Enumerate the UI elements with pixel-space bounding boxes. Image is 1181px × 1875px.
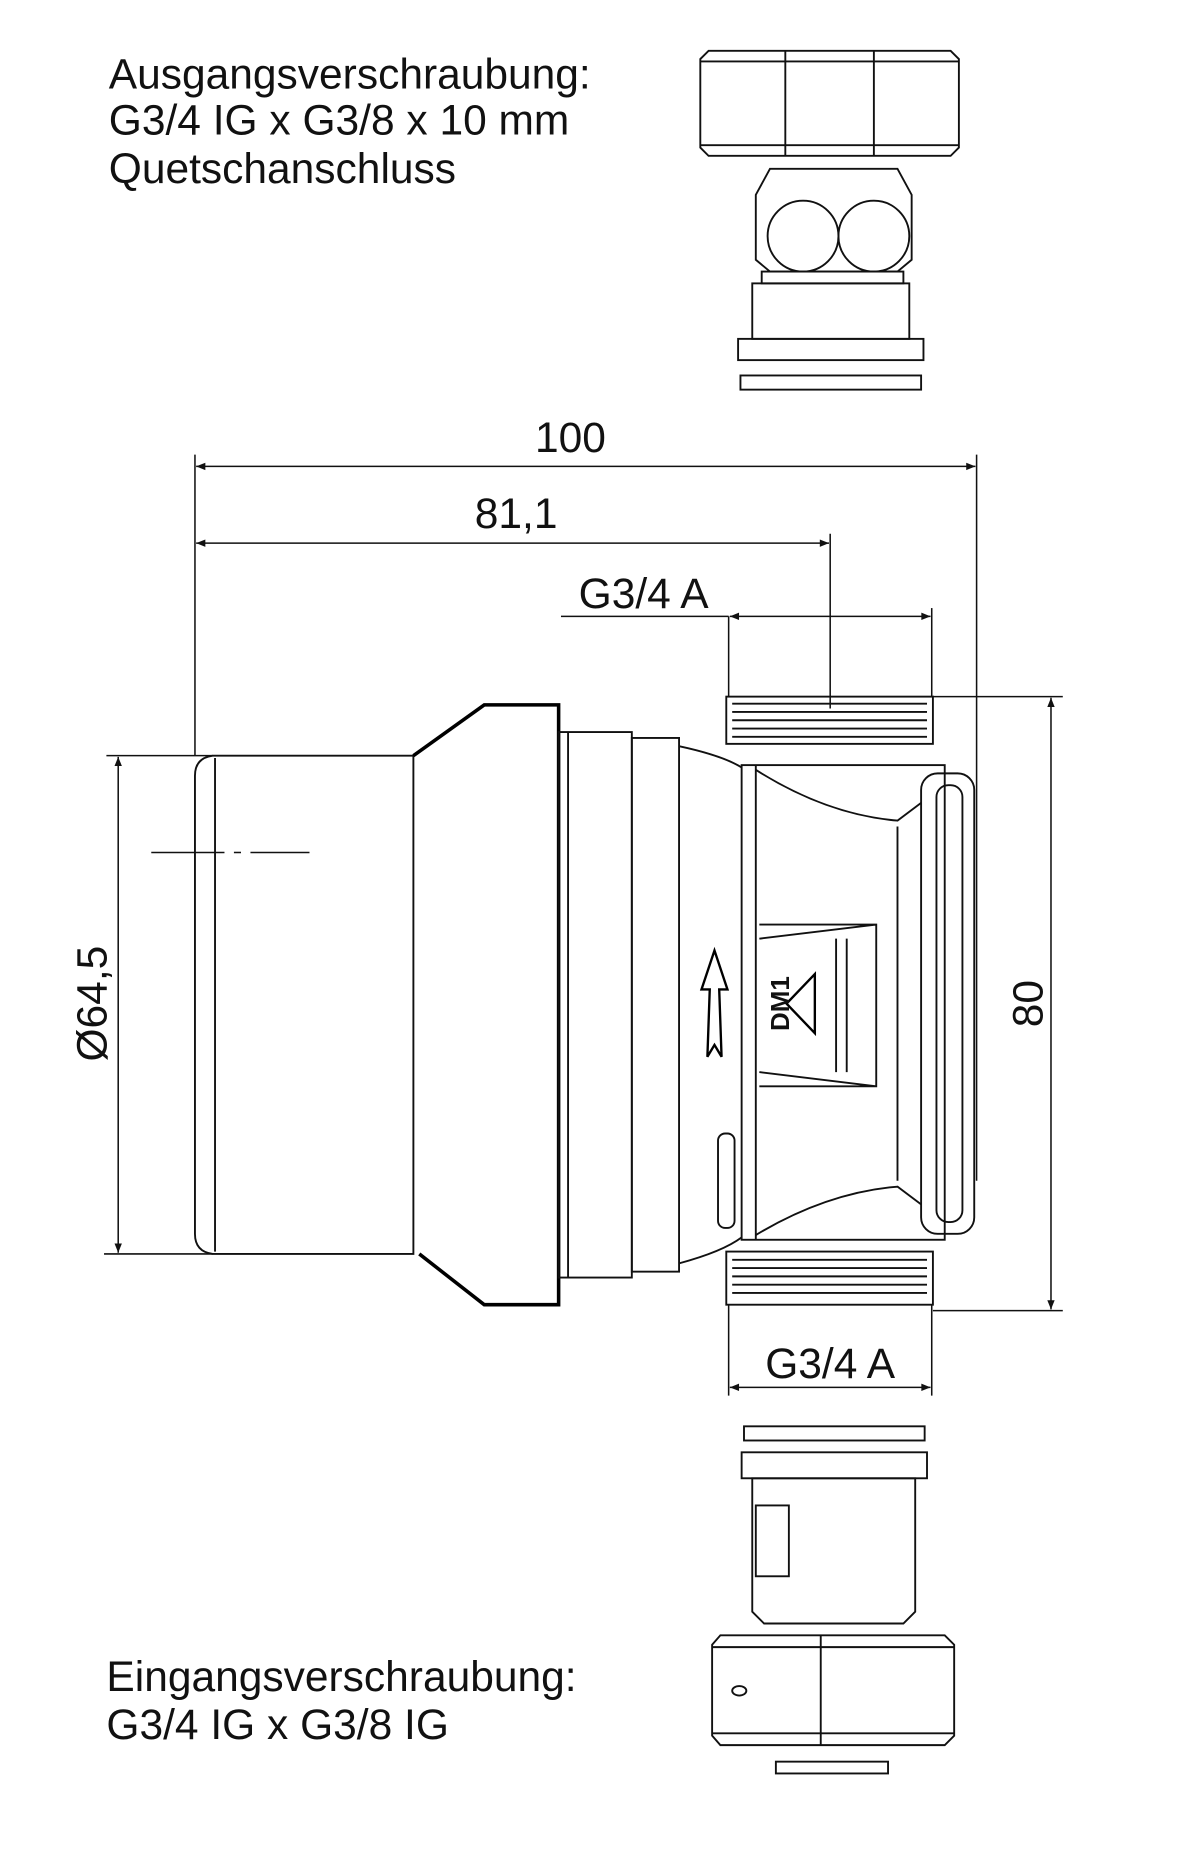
dim-height: 80 xyxy=(1006,980,1053,1027)
outlet-fitting-drawing xyxy=(699,49,960,391)
inlet-fitting-title: Eingangsverschraubung: xyxy=(106,1654,576,1701)
dim-thread-top: G3/4 A xyxy=(579,571,710,618)
outlet-fitting-type: Quetschanschluss xyxy=(109,146,456,193)
pump-body-drawing: DM1 xyxy=(194,695,976,1307)
dim-diameter: Ø64,5 xyxy=(69,946,116,1062)
inlet-fitting-drawing xyxy=(711,1425,956,1775)
body-marking: DM1 xyxy=(765,976,795,1031)
dim-overall-length: 100 xyxy=(535,415,606,462)
dim-length-to-port: 81,1 xyxy=(475,491,558,538)
dim-thread-bottom: G3/4 A xyxy=(765,1341,896,1388)
outlet-fitting-spec: G3/4 IG x G3/8 x 10 mm xyxy=(109,98,570,145)
dimension-lines xyxy=(104,454,1063,1396)
inlet-fitting-spec: G3/4 IG x G3/8 IG xyxy=(106,1702,449,1749)
outlet-fitting-title: Ausgangsverschraubung: xyxy=(109,52,591,99)
